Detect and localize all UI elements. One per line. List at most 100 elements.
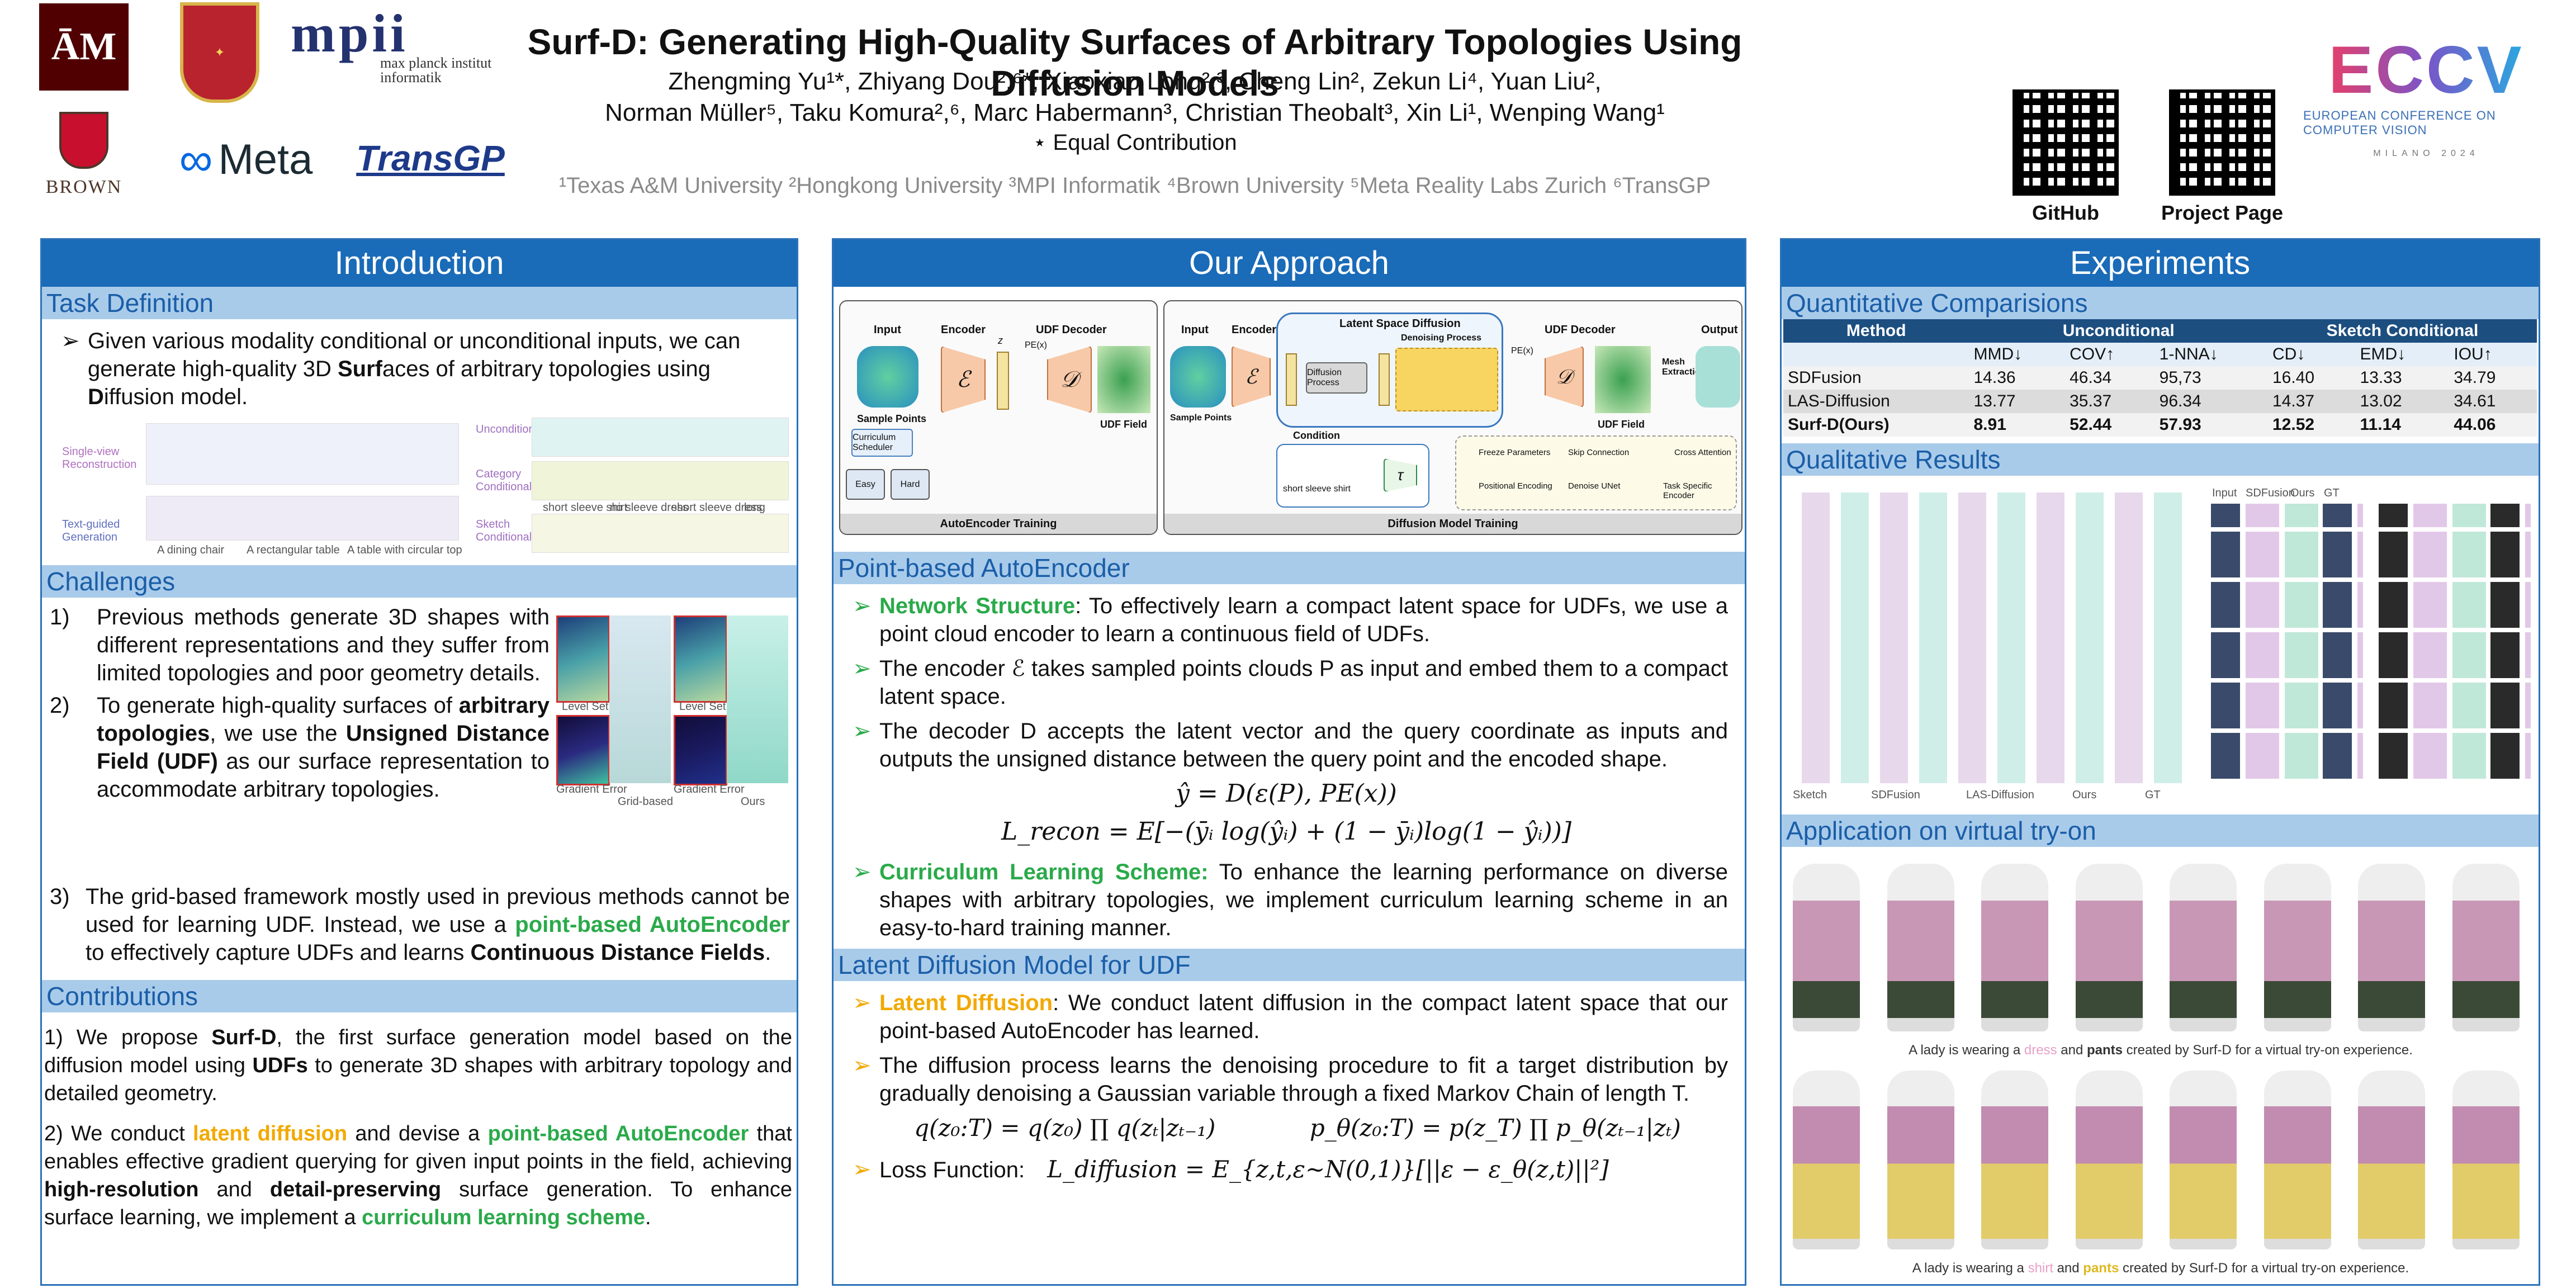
meta-infinity-icon: ∞ (179, 132, 213, 186)
authors-line-2: Norman Müller⁵, Taku Komura²,⁶, Marc Hab… (605, 99, 1665, 126)
dm-output-label: Output (1701, 324, 1738, 336)
recon-loss-equation: L_recon = E[−(ȳᵢ log(ŷᵢ) + (1 − ȳᵢ)log(1… (1001, 817, 1572, 846)
challenge-3: 3)The grid-based framework mostly used i… (50, 884, 790, 965)
dm-input-label: Input (1181, 324, 1209, 336)
equal-contribution-note: ⋆ Equal Contribution (1033, 130, 1237, 155)
easy-data-box: Easy (846, 469, 885, 500)
dm-pe-label: PE(x) (1511, 346, 1533, 356)
sketch-garments-image (532, 514, 789, 553)
qual-label-sketch: Sketch (1793, 789, 1827, 801)
caption-no-sleeve-dress: no sleeve dress (610, 501, 689, 514)
qual-label-ours: Ours (2072, 789, 2097, 801)
tryon-figure (2075, 864, 2143, 1031)
qual-label-gt: GT (2145, 789, 2161, 801)
caption-short-sleeve-dress: short sleeve dress (671, 501, 763, 514)
decoder-equation: ŷ = D(ε(P), PE(x)) (1176, 779, 1397, 808)
ae-input-shirt-image (857, 346, 918, 408)
tamu-logo: ĀM (39, 3, 129, 91)
metric-emd: EMD↓ (2355, 343, 2450, 366)
qual-right-label-sdfusion: SDFusion (2246, 487, 2295, 499)
pipeline-figure: Input Sample Points Curriculum Scheduler… (834, 287, 1745, 544)
eccv-logo-city: MILANO 2024 (2373, 149, 2479, 158)
table-row: SDFusion 14.36 46.34 95,73 16.40 13.33 3… (1783, 366, 2537, 390)
legend-skip: Skip Connection (1568, 448, 1630, 457)
latent-space-diffusion-box: Latent Space Diffusion Denoising Process… (1276, 312, 1503, 428)
condition-label: Condition (1293, 430, 1340, 441)
eccv-logo: ECCV EUROPEAN CONFERENCE ON COMPUTER VIS… (2303, 11, 2549, 179)
legend-freeze: Freeze Parameters (1479, 448, 1551, 457)
tryon-caption-dress: A lady is wearing a dress and pants crea… (1909, 1043, 2413, 1058)
denoise-unet-block (1395, 348, 1498, 411)
ae-latent-z-label: z (998, 335, 1003, 346)
autoencoder-section: Network Structure: To effectively learn … (834, 584, 1745, 942)
quantitative-heading: Quantitative Comparisions (1782, 287, 2539, 319)
table-metric-row: MMD↓ COV↑ 1-NNA↓ CD↓ EMD↓ IOU↑ (1783, 343, 2537, 366)
dm-udf-field-label: UDF Field (1598, 419, 1645, 430)
tryon-figure (2170, 1071, 2237, 1249)
autoencoder-heading: Point-based AutoEncoder (834, 552, 1745, 584)
tryon-figure (2264, 864, 2331, 1031)
mesh-extraction-label: Mesh Extraction (1662, 357, 1706, 377)
approach-heading: Our Approach (834, 240, 1745, 287)
label-level-set-ours: Level Set (679, 700, 726, 713)
category-garments-image (532, 461, 789, 500)
table-header-unconditional: Unconditional (1969, 319, 2268, 343)
tryon-heading: Application on virtual try-on (1782, 815, 2539, 847)
ae-udf-decoder-label: UDF Decoder (1036, 324, 1107, 336)
metric-cov: COV↑ (2065, 343, 2155, 366)
fig-label-unconditional: Unconditional (476, 423, 544, 435)
contributions-heading: Contributions (42, 980, 797, 1012)
autoencoder-training-label: AutoEncoder Training (840, 514, 1157, 534)
eccv-logo-text: ECCV (2328, 32, 2524, 107)
brown-logo: BROWN (45, 112, 123, 201)
github-qr-code[interactable] (2012, 89, 2119, 196)
qual-right-label-input: Input (2212, 487, 2237, 499)
furniture-qualitative-grid-2 (2374, 504, 2531, 783)
legend-unet: Denoise UNet (1568, 481, 1621, 491)
latent-diffusion-section: Latent Diffusion: We conduct latent diff… (834, 981, 1745, 1184)
tryon-figure (1887, 1071, 1954, 1249)
affiliations: ¹Texas A&M University ²Hongkong Universi… (558, 173, 1711, 198)
dm-latent-z-block (1286, 353, 1297, 406)
grid-based-shape-image (609, 615, 671, 783)
udf-comparison-figure: Level Set Gradient Error Grid-based Leve… (556, 615, 791, 808)
tryon-figure (2452, 864, 2520, 1031)
dm-decoder-block: 𝒟 (1545, 346, 1584, 408)
task-definition-figure: Single-view Reconstruction Text-guided G… (45, 418, 793, 557)
github-qr-label: GitHub (2032, 201, 2099, 224)
experiments-heading: Experiments (1782, 240, 2539, 287)
ldm-bullet-latent: Latent Diffusion: We conduct latent diff… (845, 989, 1728, 1045)
challenges-section: 1)Previous methods generate 3D shapes wi… (42, 598, 797, 1000)
dm-udf-field-image (1595, 346, 1651, 413)
garment-qualitative-grid (1791, 493, 2193, 783)
tryon-caption-shirt: A lady is wearing a shirt and pants crea… (1912, 1261, 2409, 1276)
ae-bullet-decoder: The decoder D accepts the latent vector … (845, 717, 1728, 773)
project-qr-label: Project Page (2161, 201, 2284, 224)
qual-label-sdfusion: SDFusion (1871, 789, 1920, 801)
unconditional-garments-image (532, 418, 789, 457)
condition-text: short sleeve shirt (1283, 484, 1351, 494)
level-set-grid-image (556, 615, 610, 703)
text-guided-shapes-image (146, 496, 459, 541)
ae-bullet-encoder: The encoder ℰ takes sampled points cloud… (845, 655, 1728, 711)
qual-right-label-gt: GT (2324, 487, 2340, 499)
gradient-error-ours-image (674, 715, 727, 785)
qualitative-figure: Sketch SDFusion LAS-Diffusion Ours GT In… (1782, 476, 2539, 811)
forward-process-equation: q(z₀:T) = q(z₀) ∏ q(zₜ|zₜ₋₁) (914, 1114, 1216, 1142)
metric-iou: IOU↑ (2449, 343, 2537, 366)
transgp-logo-text: TransGP (356, 138, 505, 178)
introduction-heading: Introduction (42, 240, 797, 287)
ae-sample-points-label: Sample Points (857, 413, 927, 424)
meta-logo-text: Meta (218, 135, 313, 183)
ae-udf-field-image (1097, 346, 1150, 413)
contributions-section: 1) We propose Surf-D, the first surface … (42, 1012, 797, 1232)
fig-label-text-guided: Text-guided Generation (62, 518, 120, 543)
latent-diffusion-heading: Latent Diffusion Model for UDF (834, 949, 1745, 981)
fig-label-single-view: Single-view Reconstruction (62, 446, 137, 471)
project-page-qr-code[interactable] (2169, 89, 2275, 196)
tryon-figure (2170, 864, 2237, 1031)
ours-shape-image (727, 615, 788, 783)
level-set-ours-image (674, 615, 727, 703)
tryon-figure (1793, 864, 1860, 1031)
curriculum-scheduler-box: Curriculum Scheduler (851, 429, 913, 457)
